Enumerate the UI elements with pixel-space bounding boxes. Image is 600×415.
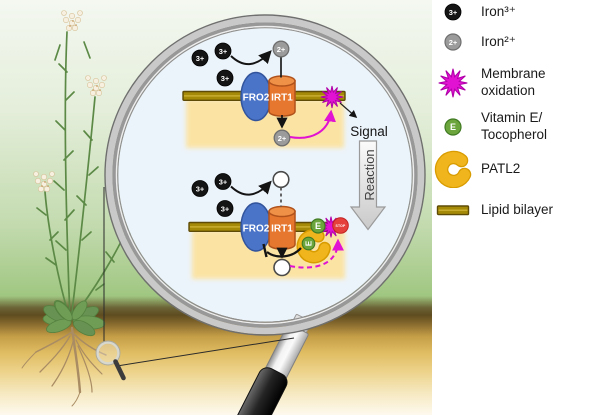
svg-text:3+: 3+: [449, 8, 458, 17]
plant-illustration: [21, 10, 134, 407]
irt1-protein: [268, 80, 296, 117]
fe-reduction-arrow: [230, 180, 272, 196]
svg-text:2+: 2+: [278, 134, 287, 143]
blocked-oxidation-arrow: [289, 238, 344, 269]
svg-text:STOP: STOP: [336, 224, 347, 228]
svg-text:2+: 2+: [277, 45, 286, 54]
legend-item-vitamin-e: E Vitamin E/ Tocopherol: [434, 110, 547, 143]
stop-sign: [332, 217, 349, 234]
svg-text:3+: 3+: [196, 54, 205, 63]
legend: 3+ Iron³⁺ 2+ Iron²⁺ Membrane oxidation: [432, 0, 600, 415]
legend-label: Membrane oxidation: [481, 66, 546, 98]
legend-label: PATL2: [481, 160, 521, 176]
reaction-label: Reaction: [362, 149, 377, 200]
patl2-blob: [296, 229, 331, 264]
vitamin-e-circle-membrane: [310, 218, 326, 234]
plant-roots: [21, 326, 107, 407]
fro2-label: FRO2: [243, 93, 270, 104]
empty-ion-circle-bottom: [273, 258, 291, 277]
bottom-panel: FRO2 IRT1 E E STOP 3+ 3+ 3+: [188, 170, 349, 279]
legend-item-membrane-oxidation: Membrane oxidation: [434, 66, 546, 99]
irt1-label: IRT1: [271, 93, 293, 104]
oxidation-cause-arrow: [289, 109, 336, 139]
iron3-particles: 3+ 3+ 3+: [191, 173, 234, 217]
irt1-protein-top: [268, 75, 296, 87]
legend-label: Lipid bilayer: [481, 202, 554, 217]
iron3-particles: 3+ 3+ 3+: [191, 42, 234, 87]
legend-item-iron3: 3+ Iron³⁺: [434, 3, 516, 21]
iron2-particle: [272, 40, 290, 58]
lens-rim: [104, 14, 426, 336]
svg-text:3+: 3+: [221, 74, 230, 83]
empty-ion-circle-top: [272, 170, 290, 189]
vitamin-e-circle-patl2: [301, 236, 316, 251]
svg-text:E: E: [304, 240, 313, 246]
legend-item-iron2: 2+ Iron²⁺: [434, 33, 516, 51]
plant-flowers: [33, 10, 107, 193]
svg-text:3+: 3+: [219, 177, 228, 186]
legend-item-lipid-bilayer: Lipid bilayer: [434, 202, 553, 219]
top-panel: FRO2 IRT1 3+ 3+ 3+ 2+ 2+ Signal: [182, 40, 388, 148]
reaction-arrow: Reaction: [349, 140, 387, 231]
patl2-icon: [434, 150, 472, 188]
legend-item-patl2: PATL2: [434, 150, 520, 188]
irt1-protein-top: [268, 205, 296, 218]
legend-label: Iron³⁺: [481, 3, 516, 19]
vitamin-e-icon: E: [434, 117, 472, 136]
small-magnifier-icon: [95, 340, 126, 381]
fro2-label: FRO2: [243, 224, 270, 235]
svg-text:3+: 3+: [219, 47, 228, 56]
iron2-icon: 2+: [434, 33, 472, 51]
legend-label: Vitamin E/ Tocopherol: [481, 110, 548, 142]
legend-label: Iron²⁺: [481, 33, 516, 49]
lipid-bilayer-icon: [434, 204, 472, 217]
iron3-icon: 3+: [434, 3, 472, 21]
plant-rosette: [42, 300, 106, 337]
membrane-oxidation-icon: [434, 67, 472, 99]
svg-text:2+: 2+: [449, 38, 458, 47]
iron2-particle-cytoplasm: [273, 129, 291, 147]
irt1-label: IRT1: [271, 224, 293, 235]
signal-label: Signal: [350, 124, 388, 139]
inhibition-tbar: [262, 243, 268, 258]
fe-reduction-arrow: [230, 50, 272, 65]
leader-line-diagonal: [116, 337, 295, 367]
signal-arrow: [339, 102, 358, 119]
svg-text:E: E: [450, 122, 456, 132]
magnifier-lens: FRO2 IRT1 3+ 3+ 3+ 2+ 2+ Signal R: [104, 14, 426, 415]
plant-zoom-illustration: FRO2 IRT1 3+ 3+ 3+ 2+ 2+ Signal R: [0, 0, 432, 415]
svg-text:3+: 3+: [221, 204, 230, 213]
svg-text:3+: 3+: [196, 184, 205, 193]
svg-text:E: E: [315, 221, 321, 231]
